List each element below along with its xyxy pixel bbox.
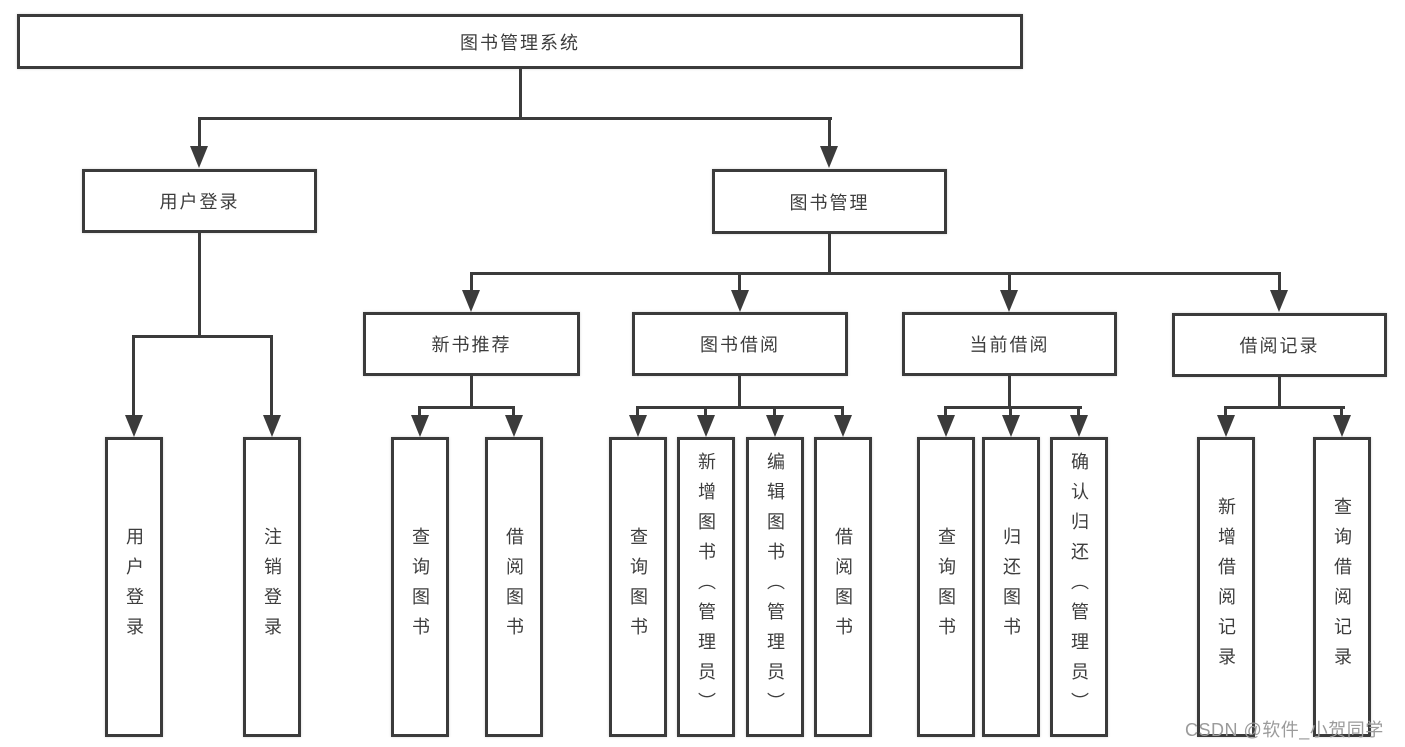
connector-vline [519,69,522,120]
arrowhead [125,415,143,437]
leaf-add-borrow-record: 新增借阅记录 [1197,437,1255,737]
arrowhead [731,290,749,312]
arrowhead [190,146,208,168]
connector-vline [636,406,639,417]
node-borrow-records: 借阅记录 [1172,313,1387,377]
connector-vline [773,406,776,417]
connector-hline [944,406,1082,409]
leaf-borrow-books-recommend: 借阅图书 [485,437,543,737]
connector-vline [198,117,201,148]
connector-vline [738,272,741,291]
connector-vline [828,234,831,275]
connector-vline [704,406,707,417]
connector-hline [470,272,1281,275]
connector-vline [828,117,831,148]
node-current-borrow: 当前借阅 [902,312,1117,376]
leaf-user-login: 用户登录 [105,437,163,737]
leaf-query-books-borrow: 查询图书 [609,437,667,737]
leaf-query-borrow-record: 查询借阅记录 [1313,437,1371,737]
node-user-login: 用户登录 [82,169,317,233]
connector-vline [470,272,473,291]
leaf-query-books-current: 查询图书 [917,437,975,737]
arrowhead [1002,415,1020,437]
leaf-borrow-books: 借阅图书 [814,437,872,737]
connector-hline [418,406,515,409]
arrowhead [1270,290,1288,312]
connector-vline [418,406,421,417]
arrowhead [766,415,784,437]
connector-hline [198,117,832,120]
connector-hline [636,406,844,409]
connector-vline [841,406,844,417]
csdn-watermark: CSDN @软件_小贺同学 [1185,720,1384,740]
arrowhead [697,415,715,437]
arrowhead [411,415,429,437]
connector-vline [1008,376,1011,409]
leaf-add-book-admin: 新增图书（管理员） [677,437,735,737]
node-book-management: 图书管理 [712,169,947,234]
connector-hline [1224,406,1345,409]
arrowhead [1333,415,1351,437]
leaf-confirm-return-admin: 确认归还（管理员） [1050,437,1108,737]
node-library-system: 图书管理系统 [17,14,1023,69]
connector-vline [1278,272,1281,291]
arrowhead [937,415,955,437]
connector-vline [1077,406,1080,417]
connector-vline [1008,272,1011,291]
connector-vline [1340,406,1343,417]
node-book-borrow: 图书借阅 [632,312,848,376]
arrowhead [834,415,852,437]
connector-vline [944,406,947,417]
connector-vline [1278,377,1281,409]
arrowhead [1070,415,1088,437]
connector-vline [1009,406,1012,417]
arrowhead [1000,290,1018,312]
node-new-book-recommend: 新书推荐 [363,312,580,376]
leaf-query-books-recommend: 查询图书 [391,437,449,737]
arrowhead [462,290,480,312]
connector-vline [132,335,135,416]
leaf-return-books: 归还图书 [982,437,1040,737]
connector-vline [270,335,273,416]
arrowhead [629,415,647,437]
arrowhead [505,415,523,437]
arrowhead [263,415,281,437]
arrowhead [820,146,838,168]
arrowhead [1217,415,1235,437]
leaf-logout: 注销登录 [243,437,301,737]
connector-hline [132,335,273,338]
connector-vline [470,376,473,409]
connector-vline [738,376,741,409]
connector-vline [512,406,515,417]
connector-vline [198,233,201,338]
leaf-edit-book-admin: 编辑图书（管理员） [746,437,804,737]
connector-vline [1224,406,1227,417]
